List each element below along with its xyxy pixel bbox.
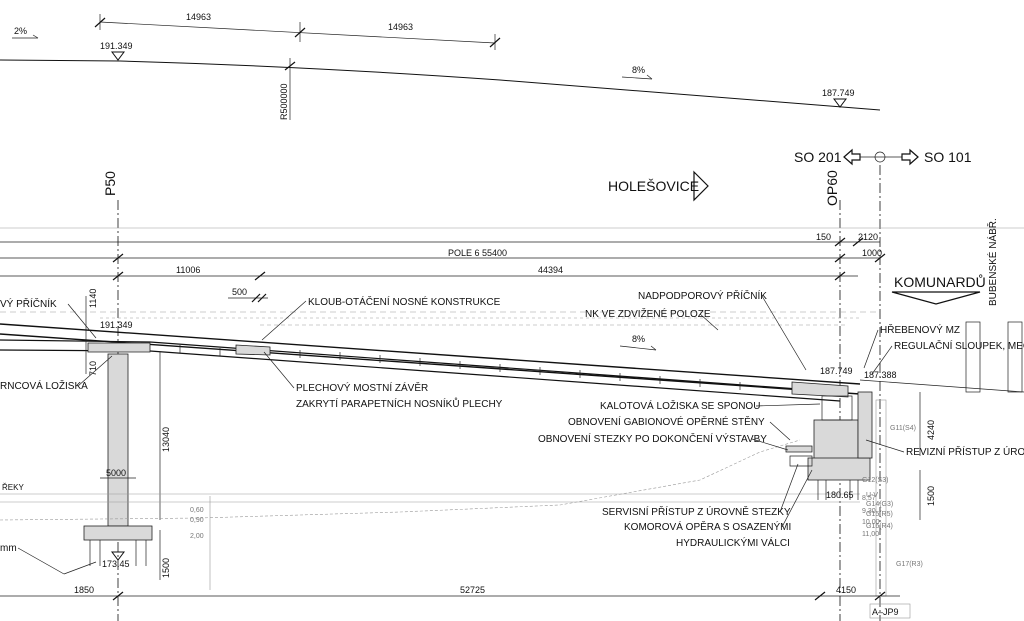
label-nk-poloze: NK VE ZDVIŽENÉ POLOZE: [585, 307, 711, 320]
direction-indicator: SO 201 SO 101 HOLEŠOVICE KOMUNARDŮ BUBEN…: [608, 148, 999, 306]
arrow-left-icon: [843, 148, 861, 166]
svg-text:G15(R5): G15(R5): [866, 511, 893, 518]
label-loziska-left: RNCOVÁ LOŽISKA: [0, 379, 88, 392]
holesovice-arrow-icon: [693, 170, 709, 202]
arrow-right-icon: [901, 148, 919, 166]
level-marker-right: [833, 98, 847, 108]
dim-pole: POLE 6 55400: [448, 248, 507, 258]
svg-text:2,00: 2,00: [190, 533, 204, 540]
label-kalotova: KALOTOVÁ LOŽISKA SE SPONOU: [600, 399, 760, 412]
abut-level: 187.388: [864, 370, 897, 380]
label-mm: mm: [0, 543, 17, 554]
deck-level-left: 191.349: [100, 320, 133, 330]
support-axes: P50 OP60: [102, 165, 881, 621]
label-kloub: KLOUB-OTÁČENÍ NOSNÉ KONSTRUKCE: [308, 295, 501, 308]
label-zaver-2: ZAKRYTÍ PARAPETNÍCH NOSNÍKŮ PLECHY: [296, 397, 503, 410]
dim-top-right: 14963: [388, 22, 413, 32]
dim-500: 500: [232, 287, 247, 297]
dim-1000: 1000: [862, 248, 882, 258]
label-nadpodporovy: NADPODPOROVÝ PŘÍČNÍK: [638, 289, 767, 302]
abutment-op60: 180.65 4240 1500: [785, 321, 1024, 520]
dim-11006: 11006: [176, 265, 200, 275]
callouts: VÝ PŘÍČNÍK RNCOVÁ LOŽISKA mm KLOUB-OTÁČE…: [0, 289, 1024, 575]
grade-line: [0, 59, 881, 111]
label-servisni: SERVISNÍ PŘÍSTUP Z ÚROVNĚ STEZKY: [602, 505, 791, 518]
pier-p50: 173.45 5000 13040 1500 1140 710: [83, 289, 171, 580]
reky-label: ŘEKY: [2, 483, 24, 492]
slope-right: 8%: [632, 65, 645, 75]
svg-text:G12(S3): G12(S3): [862, 477, 888, 484]
label-hrebenovy: HŘEBENOVÝ MZ: [880, 323, 960, 336]
label-komorova-2: HYDRAULICKÝMI VÁLCI: [676, 536, 790, 549]
svg-text:G11(S4): G11(S4): [890, 425, 916, 432]
terrain: ŘEKY 0,60 0,90 2,00: [0, 439, 860, 590]
dim-4240: 4240: [926, 420, 936, 440]
label-pricnik-left: VÝ PŘÍČNÍK: [0, 297, 57, 310]
axis-op60-label: OP60: [824, 170, 840, 206]
svg-text:11,00: 11,00: [862, 531, 879, 538]
svg-text:10,00: 10,00: [862, 519, 880, 526]
dim-top-left: 14963: [186, 12, 211, 22]
dim-13040: 13040: [161, 427, 171, 452]
dim-5000: 5000: [106, 468, 126, 478]
svg-text:U-V: U-V: [866, 492, 878, 499]
level-marker-left: [111, 51, 125, 61]
dim-1850: 1850: [74, 585, 94, 595]
deck-slope: 8%: [632, 334, 645, 344]
komunardu-arrow-icon: [891, 291, 981, 305]
dim-4150: 4150: [836, 585, 856, 595]
svg-text:G14(G3): G14(G3): [866, 501, 893, 508]
dim-150: 150: [816, 232, 831, 242]
bubenske-label: BUBENSKÉ NÁBŘ.: [986, 218, 999, 306]
dim-1500-right: 1500: [926, 486, 936, 506]
svg-text:G16(R4): G16(R4): [866, 523, 893, 530]
radius-label: R500000: [279, 83, 289, 120]
dim-1500-left: 1500: [161, 558, 171, 578]
bridge-deck: 191.349 8% 187.749 187.388: [0, 311, 897, 402]
so-201-label: SO 201: [794, 149, 842, 165]
abut-base-level: 180.65: [826, 490, 854, 500]
pier-base-level: 173.45: [102, 559, 130, 569]
svg-text:0,90: 0,90: [190, 517, 204, 524]
komunardu-label: KOMUNARDŮ: [894, 273, 986, 290]
label-zaver-1: PLECHOVÝ MOSTNÍ ZÁVĚR: [296, 381, 428, 394]
span-dimensions: 150 2120 POLE 6 55400 1000 11006 44394 5…: [0, 227, 1024, 303]
dim-44394: 44394: [538, 265, 563, 275]
holesovice-label: HOLEŠOVICE: [608, 178, 699, 194]
slope-left: 2%: [14, 26, 27, 36]
borehole-log: G11(S4) G12(S3) U-V G14(G3) G15(R5) G16(…: [862, 399, 923, 619]
label-regulacni: REGULAČNÍ SLOUPEK, MECH: [894, 339, 1024, 352]
level-left: 191.349: [100, 41, 133, 51]
dim-52725: 52725: [460, 585, 485, 595]
vertical-alignment-profile: 14963 14963 2% 191.349 187.749 8% R50000…: [0, 12, 881, 120]
so-101-label: SO 101: [924, 149, 972, 165]
bottom-dimensions: 1850 52725 4150: [0, 585, 900, 601]
dim-710: 710: [88, 361, 98, 376]
svg-text:G17(R3): G17(R3): [896, 561, 923, 568]
svg-text:8,57: 8,57: [862, 495, 876, 502]
axis-circle-icon: [874, 151, 886, 163]
svg-text:9,30: 9,30: [862, 508, 876, 515]
dim-2120: 2120: [858, 232, 878, 242]
svg-text:0,60: 0,60: [190, 507, 204, 514]
dim-1140: 1140: [88, 289, 98, 308]
axis-p50-label: P50: [102, 171, 118, 196]
label-gabionove: OBNOVENÍ GABIONOVÉ OPĚRNÉ STĚNY: [568, 415, 765, 428]
level-right: 187.749: [822, 88, 855, 98]
label-revizni: REVIZNÍ PŘÍSTUP Z ÚROVN: [906, 445, 1024, 458]
borehole-tag: A–JP9: [872, 607, 899, 617]
label-komorova-1: KOMOROVÁ OPĚRA S OSAZENÝMI: [624, 520, 791, 533]
label-stezky: OBNOVENÍ STEZKY PO DOKONČENÍ VÝSTAVBY: [538, 432, 767, 445]
deck-level-right: 187.749: [820, 366, 853, 376]
